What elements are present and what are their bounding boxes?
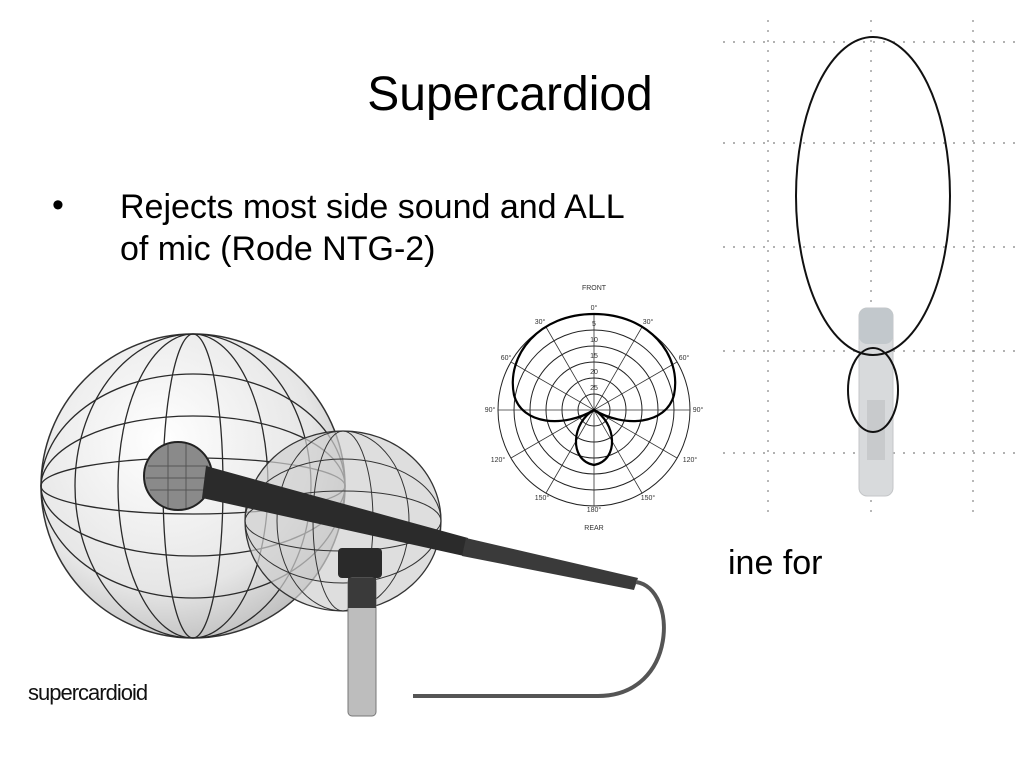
angle-label-30-right: 30° [643,318,654,326]
angle-label-60-right: 60° [679,354,690,362]
ring-label: 15 [590,353,598,360]
angle-label-90-left: 90° [485,406,496,414]
rear-label: REAR [584,525,603,532]
angle-label-60-left: 60° [501,354,512,362]
partial-bullet-text: ine for [728,544,823,582]
angle-label-150-left: 150° [535,494,550,502]
slide-title: Supercardiod [367,68,653,121]
ring-label: 5 [592,321,596,328]
angle-label-120-right: 120° [683,456,698,464]
pickup-lobe-diagram [723,20,1023,512]
rear-pickup-lobe [847,347,899,433]
polar-pattern-diagram: FRONT 0° 5 10 15 20 25 30° 30° 60° 60° 9… [485,285,704,532]
angle-label-120-left: 120° [491,456,506,464]
angle-label-30-left: 30° [535,318,546,326]
ring-label: 10 [590,337,598,344]
bullet-line-2: of mic (Rode NTG-2) [120,230,436,268]
bullet-marker: • [52,186,64,224]
shotgun-mic-icon [858,307,894,497]
ring-label: 20 [590,369,598,376]
angle-label-150-right: 150° [641,494,656,502]
front-pickup-lobe [795,36,951,356]
supercardioid-3d-illustration [40,333,666,717]
supercardioid-caption: supercardioid [28,680,148,705]
ring-label: 25 [590,385,598,392]
bullet-text: Rejects most side sound and ALL of mic (… [120,186,720,276]
bullet-line-1: Rejects most side sound and ALL [120,188,625,226]
angle-label-0: 0° [591,304,598,312]
angle-label-180: 180° [587,506,602,514]
handheld-mic-icon [143,441,666,717]
rear-lobe-curve [574,408,614,467]
angle-label-90-right: 90° [693,406,704,414]
front-label: FRONT [582,285,607,292]
